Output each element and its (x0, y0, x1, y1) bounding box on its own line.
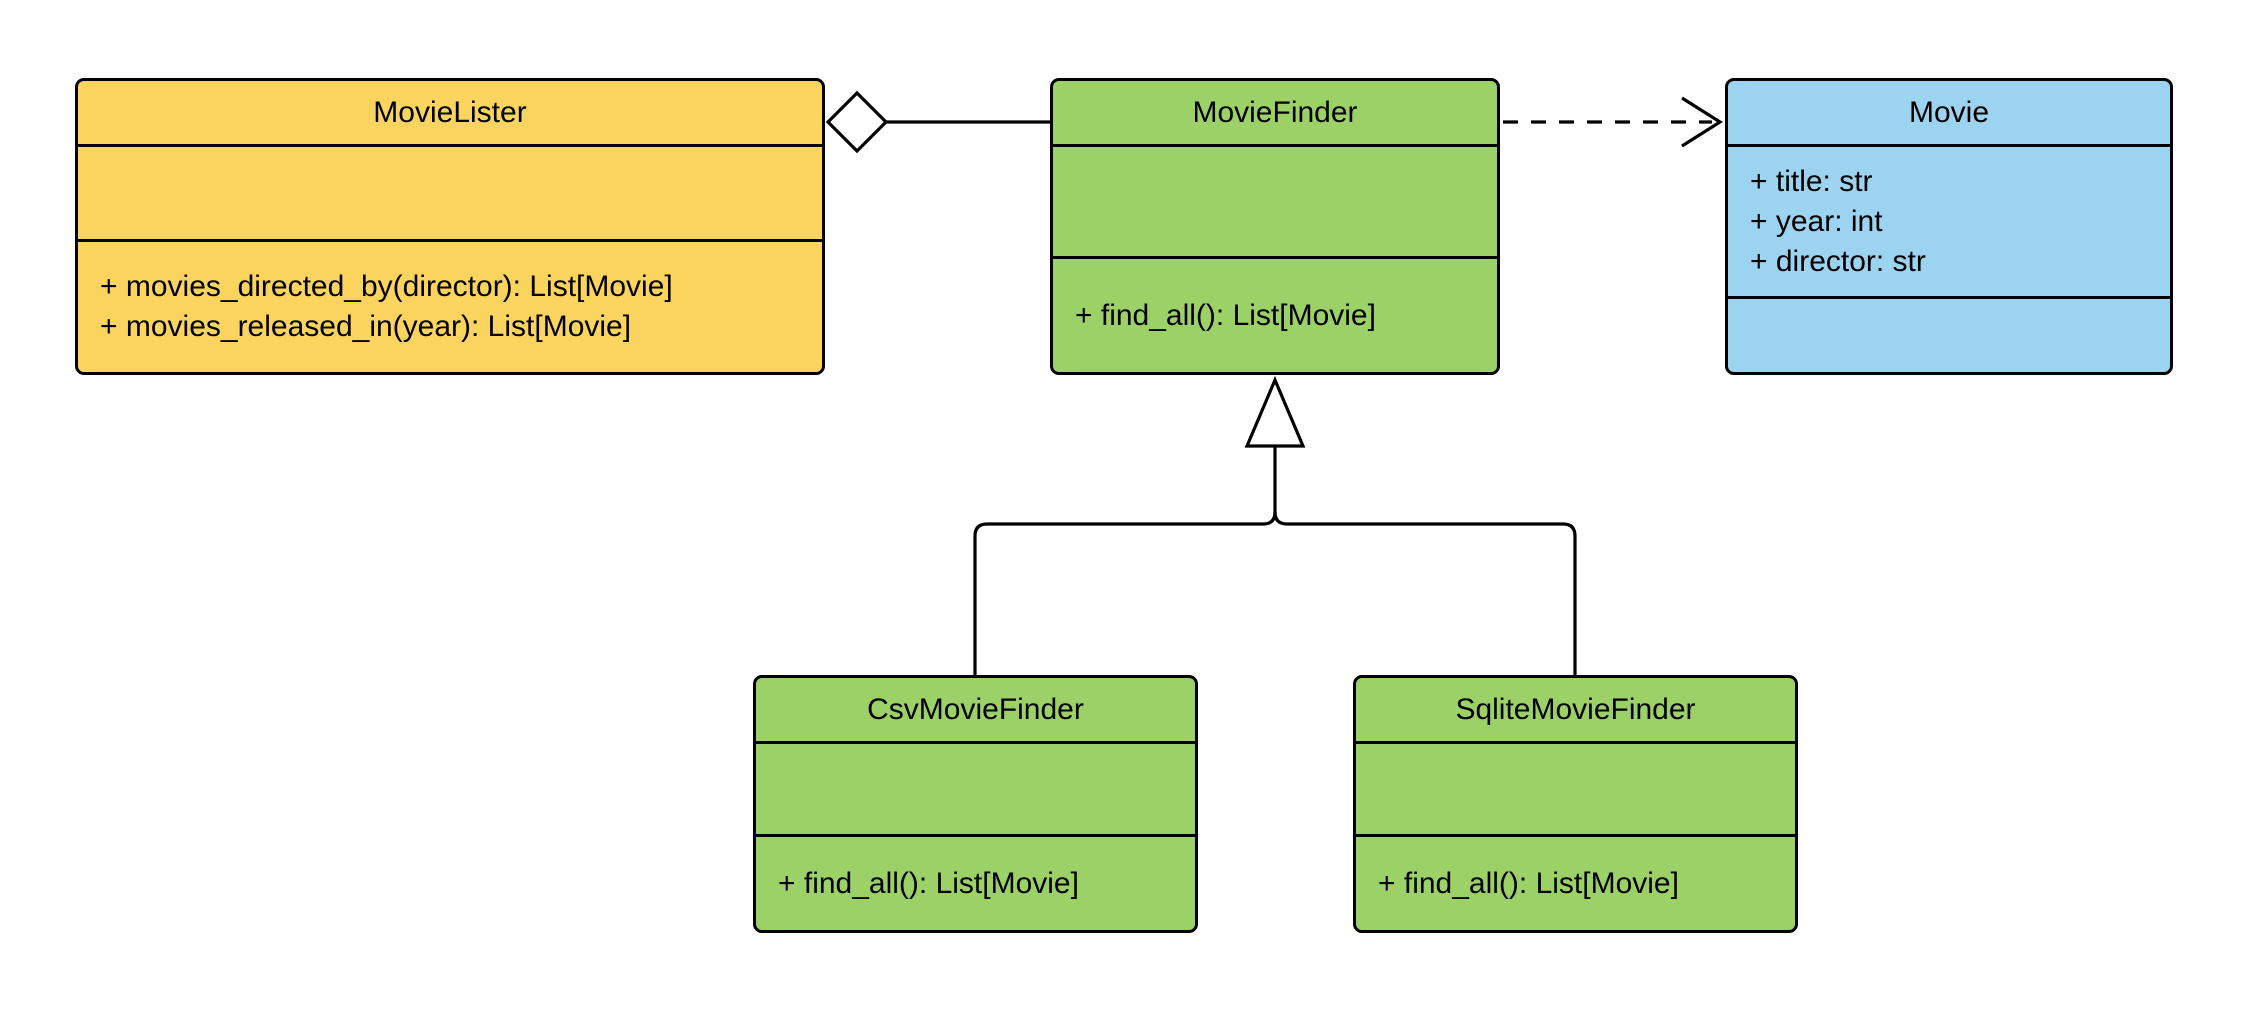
inheritance-branch-left (973, 511, 1277, 676)
aggregation-diamond-icon (825, 90, 889, 154)
class-methods-compartment: + find_all(): List[Movie] (756, 837, 1195, 930)
class-methods-compartment: + find_all(): List[Movie] (1356, 837, 1795, 930)
class-methods-compartment: + find_all(): List[Movie] (1053, 259, 1497, 372)
class-box-movielister[interactable]: MovieLister + movies_directed_by(directo… (75, 78, 825, 375)
class-title: CsvMovieFinder (756, 678, 1195, 744)
class-box-movie[interactable]: Movie + title: str + year: int + directo… (1725, 78, 2173, 375)
method-label: + find_all(): List[Movie] (1075, 298, 1376, 332)
dependency-open-arrowhead-icon (1681, 96, 1723, 148)
class-attributes-compartment (756, 744, 1195, 837)
method-label: + movies_released_in(year): List[Movie] (100, 310, 632, 343)
method-label: + find_all(): List[Movie] (1378, 866, 1679, 900)
attribute-label: + director: str (1750, 244, 1926, 278)
inheritance-triangle-icon (1244, 375, 1306, 448)
attribute-label: + title: str (1750, 164, 1873, 198)
class-title: MovieFinder (1053, 81, 1497, 147)
class-methods-compartment: + movies_directed_by(director): List[Mov… (78, 242, 822, 372)
attribute-label: + year: int (1750, 204, 1883, 238)
class-box-moviefinder[interactable]: MovieFinder + find_all(): List[Movie] (1050, 78, 1500, 375)
class-attributes-compartment (1053, 147, 1497, 259)
method-label: + find_all(): List[Movie] (778, 866, 1079, 900)
inheritance-branch-right (1273, 511, 1577, 676)
class-attributes-compartment: + title: str + year: int + director: str (1728, 147, 2170, 299)
class-title: MovieLister (78, 81, 822, 147)
class-attributes-compartment (1356, 744, 1795, 837)
class-box-csvmoviefinder[interactable]: CsvMovieFinder + find_all(): List[Movie] (753, 675, 1198, 933)
class-title: Movie (1728, 81, 2170, 147)
class-methods-compartment (1728, 299, 2170, 372)
class-box-sqlitemoviefinder[interactable]: SqliteMovieFinder + find_all(): List[Mov… (1353, 675, 1798, 933)
method-label: + movies_directed_by(director): List[Mov… (100, 270, 673, 303)
class-title: SqliteMovieFinder (1356, 678, 1795, 744)
class-attributes-compartment (78, 147, 822, 242)
